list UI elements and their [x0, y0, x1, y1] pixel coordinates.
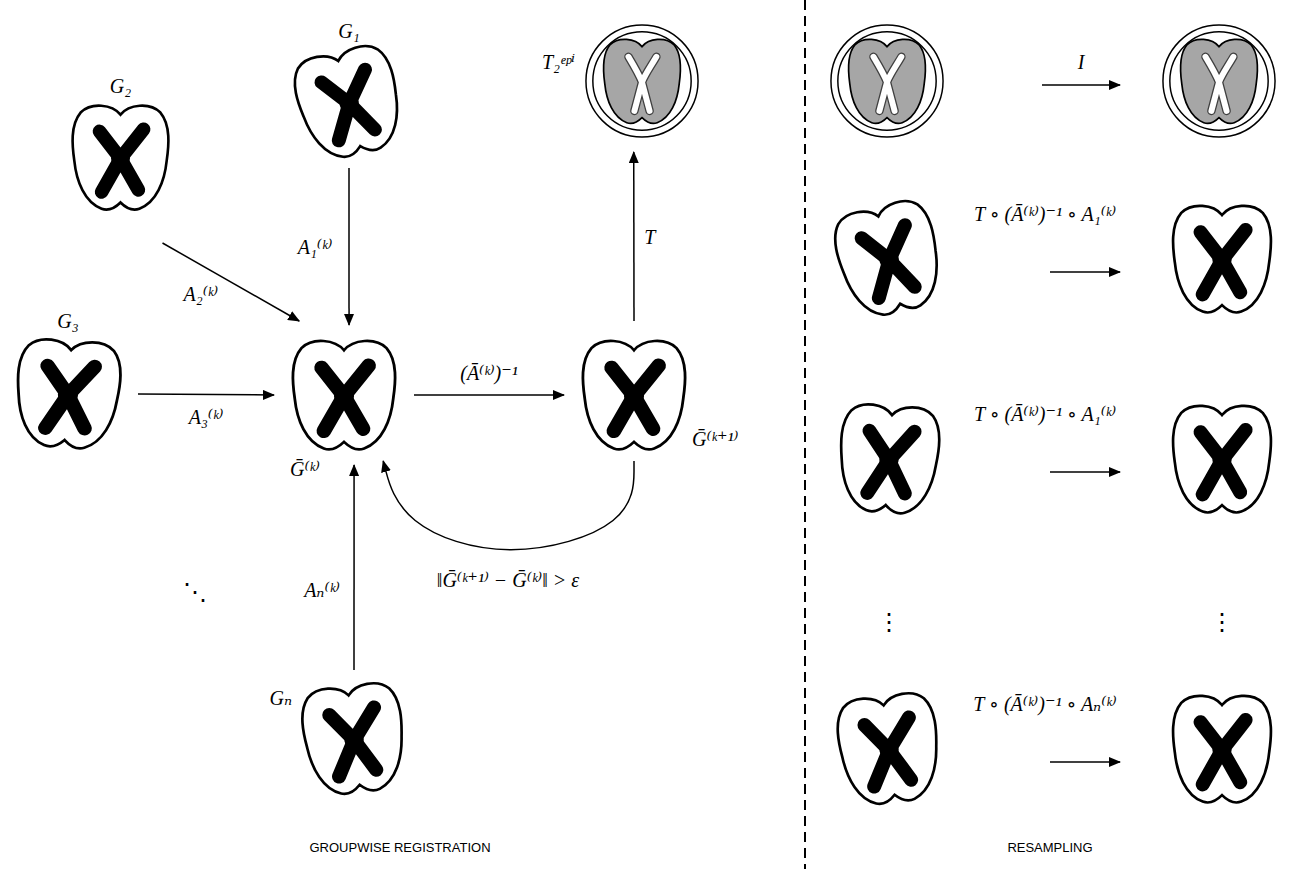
- node-label-group: Gₙ: [269, 686, 292, 710]
- node-label: Ḡ⁽ᵏ⁺¹⁾: [692, 427, 738, 451]
- brain-slice: [288, 41, 410, 165]
- brain-outline: [578, 335, 690, 455]
- arrow: [1050, 471, 1120, 473]
- ellipsis: ⋱: [181, 578, 209, 607]
- template-image: [586, 25, 698, 137]
- brain-slice: [299, 680, 410, 798]
- brain-slice: [836, 403, 941, 516]
- edge-label: ‖Ḡ⁽ᵏ⁺¹⁾ − Ḡ⁽ᵏ⁾‖ > ε: [435, 568, 581, 592]
- arrow: [1050, 271, 1120, 273]
- edge-label: A₁⁽ᵏ⁾: [296, 235, 335, 259]
- brain-slice: [293, 341, 395, 450]
- brain-slice: Ḡ⁽ᵏ⁺¹⁾: [578, 335, 690, 455]
- brain-slice: [834, 690, 944, 808]
- node-label: T₂ᵉᵖⁱ: [542, 50, 575, 74]
- edge-label: A₂⁽ᵏ⁾: [182, 282, 221, 306]
- arrow-connector: [383, 461, 634, 550]
- brain-slice: G₃: [12, 335, 124, 453]
- brain-slice: [829, 196, 950, 323]
- node-label: G₃: [57, 309, 78, 333]
- brain-outline: [295, 45, 403, 160]
- ellipsis: ⋮: [1208, 608, 1236, 637]
- edge-label: Aₙ⁽ᵏ⁾: [302, 578, 342, 602]
- arrow: [1050, 761, 1120, 763]
- node-label-group: Ḡ⁽ᵏ⁺¹⁾: [692, 427, 738, 451]
- arrow-connector: [633, 152, 635, 321]
- edge-label: A₃⁽ᵏ⁾: [187, 405, 226, 429]
- arrow-connector: [138, 394, 274, 395]
- brain-slice: [73, 106, 169, 210]
- edge-label: (Ā⁽ᵏ⁾)⁻¹: [458, 361, 520, 385]
- template-image: [1163, 25, 1275, 137]
- brain-outline: [12, 335, 124, 453]
- edge-label: T: [642, 225, 657, 249]
- brain-slice: [583, 341, 685, 450]
- node-label-group: G₂: [110, 74, 131, 98]
- brain-outline: [300, 680, 408, 798]
- brain-slice: [13, 338, 123, 451]
- node-label: Ḡ⁽ᵏ⁾: [290, 457, 320, 481]
- arrow-connector: [353, 465, 355, 670]
- brain-outline: [68, 100, 173, 215]
- arrow-label: T ∘ (Ā⁽ᵏ⁾)⁻¹ ∘ A₁⁽ᵏ⁾: [972, 202, 1118, 226]
- arrow-label: T ∘ (Ā⁽ᵏ⁾)⁻¹ ∘ Aₙ⁽ᵏ⁾: [971, 692, 1118, 716]
- node-label: Gₙ: [269, 686, 292, 710]
- brain-slice: [1173, 406, 1271, 513]
- arrow-connector: [348, 168, 350, 325]
- template-image: [831, 25, 943, 137]
- template-shape: [583, 22, 701, 140]
- node-label: G₂: [110, 74, 131, 98]
- arrow-connector: [163, 243, 300, 321]
- arrow-label: I: [1076, 50, 1087, 74]
- template-image: T₂ᵉᵖⁱ: [583, 22, 701, 140]
- brain-slice: G₂: [68, 100, 173, 215]
- arrow: [1042, 84, 1120, 86]
- node-label-group: G₁: [338, 19, 359, 43]
- brain-slice: [1173, 696, 1271, 803]
- brain-slice: Ḡ⁽ᵏ⁾: [288, 335, 400, 455]
- section-caption: GROUPWISE REGISTRATION: [307, 840, 492, 856]
- node-label-group: G₃: [57, 309, 78, 333]
- node-label: G₁: [338, 19, 359, 43]
- dashed-separator: [804, 0, 806, 869]
- section-caption: RESAMPLING: [1005, 840, 1094, 856]
- brain-slice: [1173, 206, 1271, 313]
- node-label-group: T₂ᵉᵖⁱ: [542, 50, 575, 74]
- arrow-label: T ∘ (Ā⁽ᵏ⁾)⁻¹ ∘ A₁⁽ᵏ⁾: [972, 402, 1118, 426]
- node-label-group: Ḡ⁽ᵏ⁾: [290, 457, 320, 481]
- brain-slice: Gₙ: [300, 680, 408, 798]
- brain-outline: [288, 335, 400, 455]
- arrow-connector: [414, 394, 564, 396]
- brain-slice: G₁: [295, 45, 403, 160]
- ellipsis: ⋮: [875, 608, 903, 637]
